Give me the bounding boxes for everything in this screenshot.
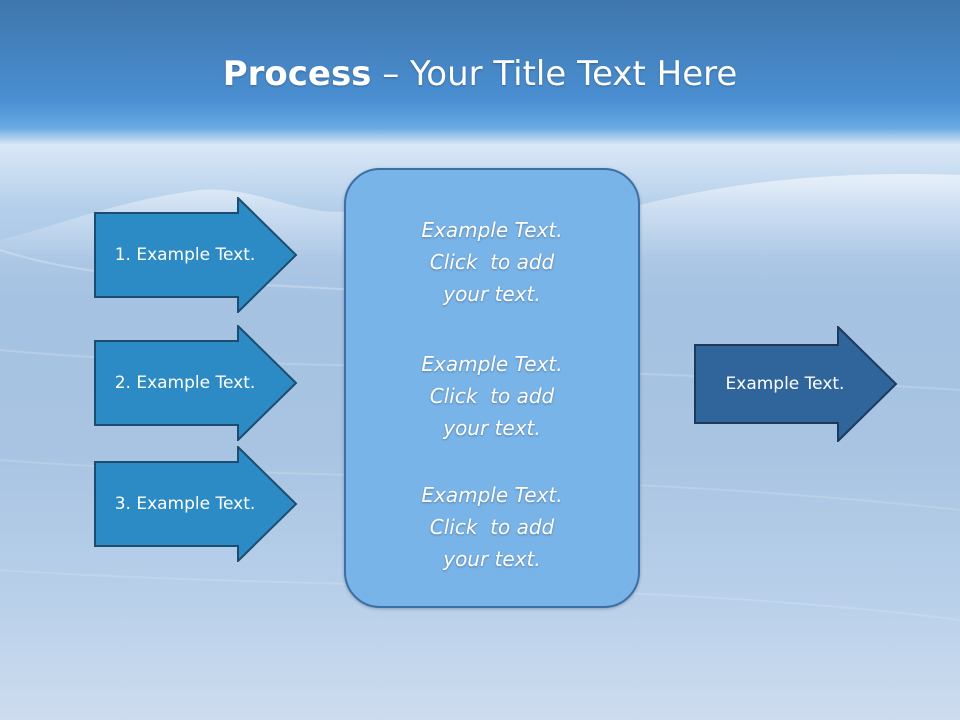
paragraph-line: Example Text. xyxy=(421,218,563,242)
right-arrow-shape xyxy=(94,197,298,313)
center-paragraph-3: Example Text. Click to add your text. xyxy=(346,479,638,575)
input-arrow-label: 2. Example Text. xyxy=(114,373,256,393)
paragraph-line: your text. xyxy=(443,547,541,571)
center-paragraph-2: Example Text. Click to add your text. xyxy=(346,348,638,444)
paragraph-line: Example Text. xyxy=(421,483,563,507)
right-arrow-shape xyxy=(94,446,298,562)
title-rest-text: – Your Title Text Here xyxy=(371,54,738,94)
paragraph-line: your text. xyxy=(443,282,541,306)
center-process-box[interactable]: Example Text. Click to add your text. Ex… xyxy=(344,168,640,608)
slide-title[interactable]: Process – Your Title Text Here xyxy=(0,52,960,96)
paragraph-line: Click to add xyxy=(429,515,555,539)
input-arrow-label: 3. Example Text. xyxy=(114,494,256,514)
paragraph-line: Click to add xyxy=(429,384,555,408)
right-arrow-shape xyxy=(694,326,898,442)
title-bold-text: Process xyxy=(222,54,372,94)
input-arrow-3[interactable]: 3. Example Text. xyxy=(94,446,298,562)
output-arrow[interactable]: Example Text. xyxy=(694,326,898,442)
right-arrow-shape xyxy=(94,325,298,441)
input-arrow-label: 1. Example Text. xyxy=(114,245,256,265)
input-arrow-1[interactable]: 1. Example Text. xyxy=(94,197,298,313)
output-arrow-label: Example Text. xyxy=(725,374,845,394)
input-arrow-2[interactable]: 2. Example Text. xyxy=(94,325,298,441)
center-paragraph-1: Example Text. Click to add your text. xyxy=(346,214,638,310)
paragraph-line: your text. xyxy=(443,416,541,440)
paragraph-line: Example Text. xyxy=(421,352,563,376)
paragraph-line: Click to add xyxy=(429,250,555,274)
